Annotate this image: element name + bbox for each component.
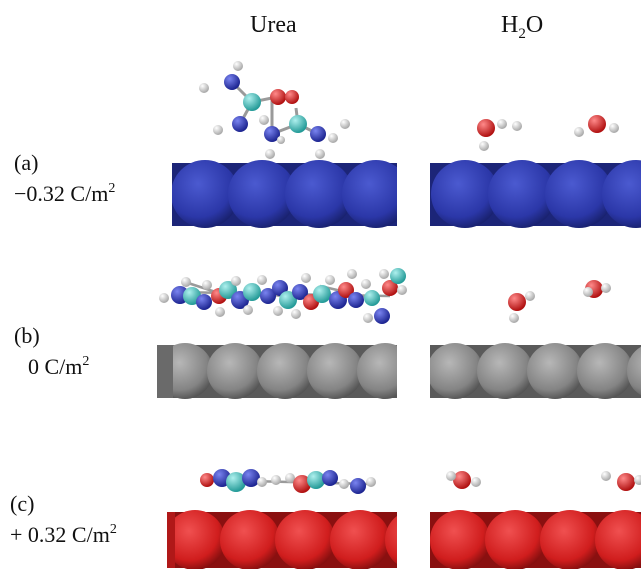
surface-negative-left [172,160,397,228]
row-label-c: (c) + 0.32 C/m2 [10,491,117,548]
surface-neutral-left [172,343,397,399]
surface-negative-right [430,160,641,228]
water-molecules-b [508,280,611,323]
row-label-b: (b) 0 C/m2 [14,323,89,380]
row-tag: (a) [14,150,39,175]
row-label-a: (a) −0.32 C/m2 [14,150,115,207]
surface-positive-right [430,510,641,569]
water-molecules-c [446,471,641,491]
column-title-water: H2O [501,12,544,42]
urea-molecules-b [159,268,407,324]
row-charge: + 0.32 C/m2 [10,522,117,547]
surface-neutral-right [430,343,641,399]
column-title-urea: Urea [250,12,297,38]
row-tag: (b) [14,323,40,348]
row-charge: 0 C/m2 [28,354,90,379]
urea-molecules-a [199,61,350,159]
water-molecules-a [477,115,619,151]
urea-molecules-c [200,469,376,494]
row-charge: −0.32 C/m2 [14,181,116,206]
surface-positive-left [172,510,397,569]
row-tag: (c) [10,491,35,516]
